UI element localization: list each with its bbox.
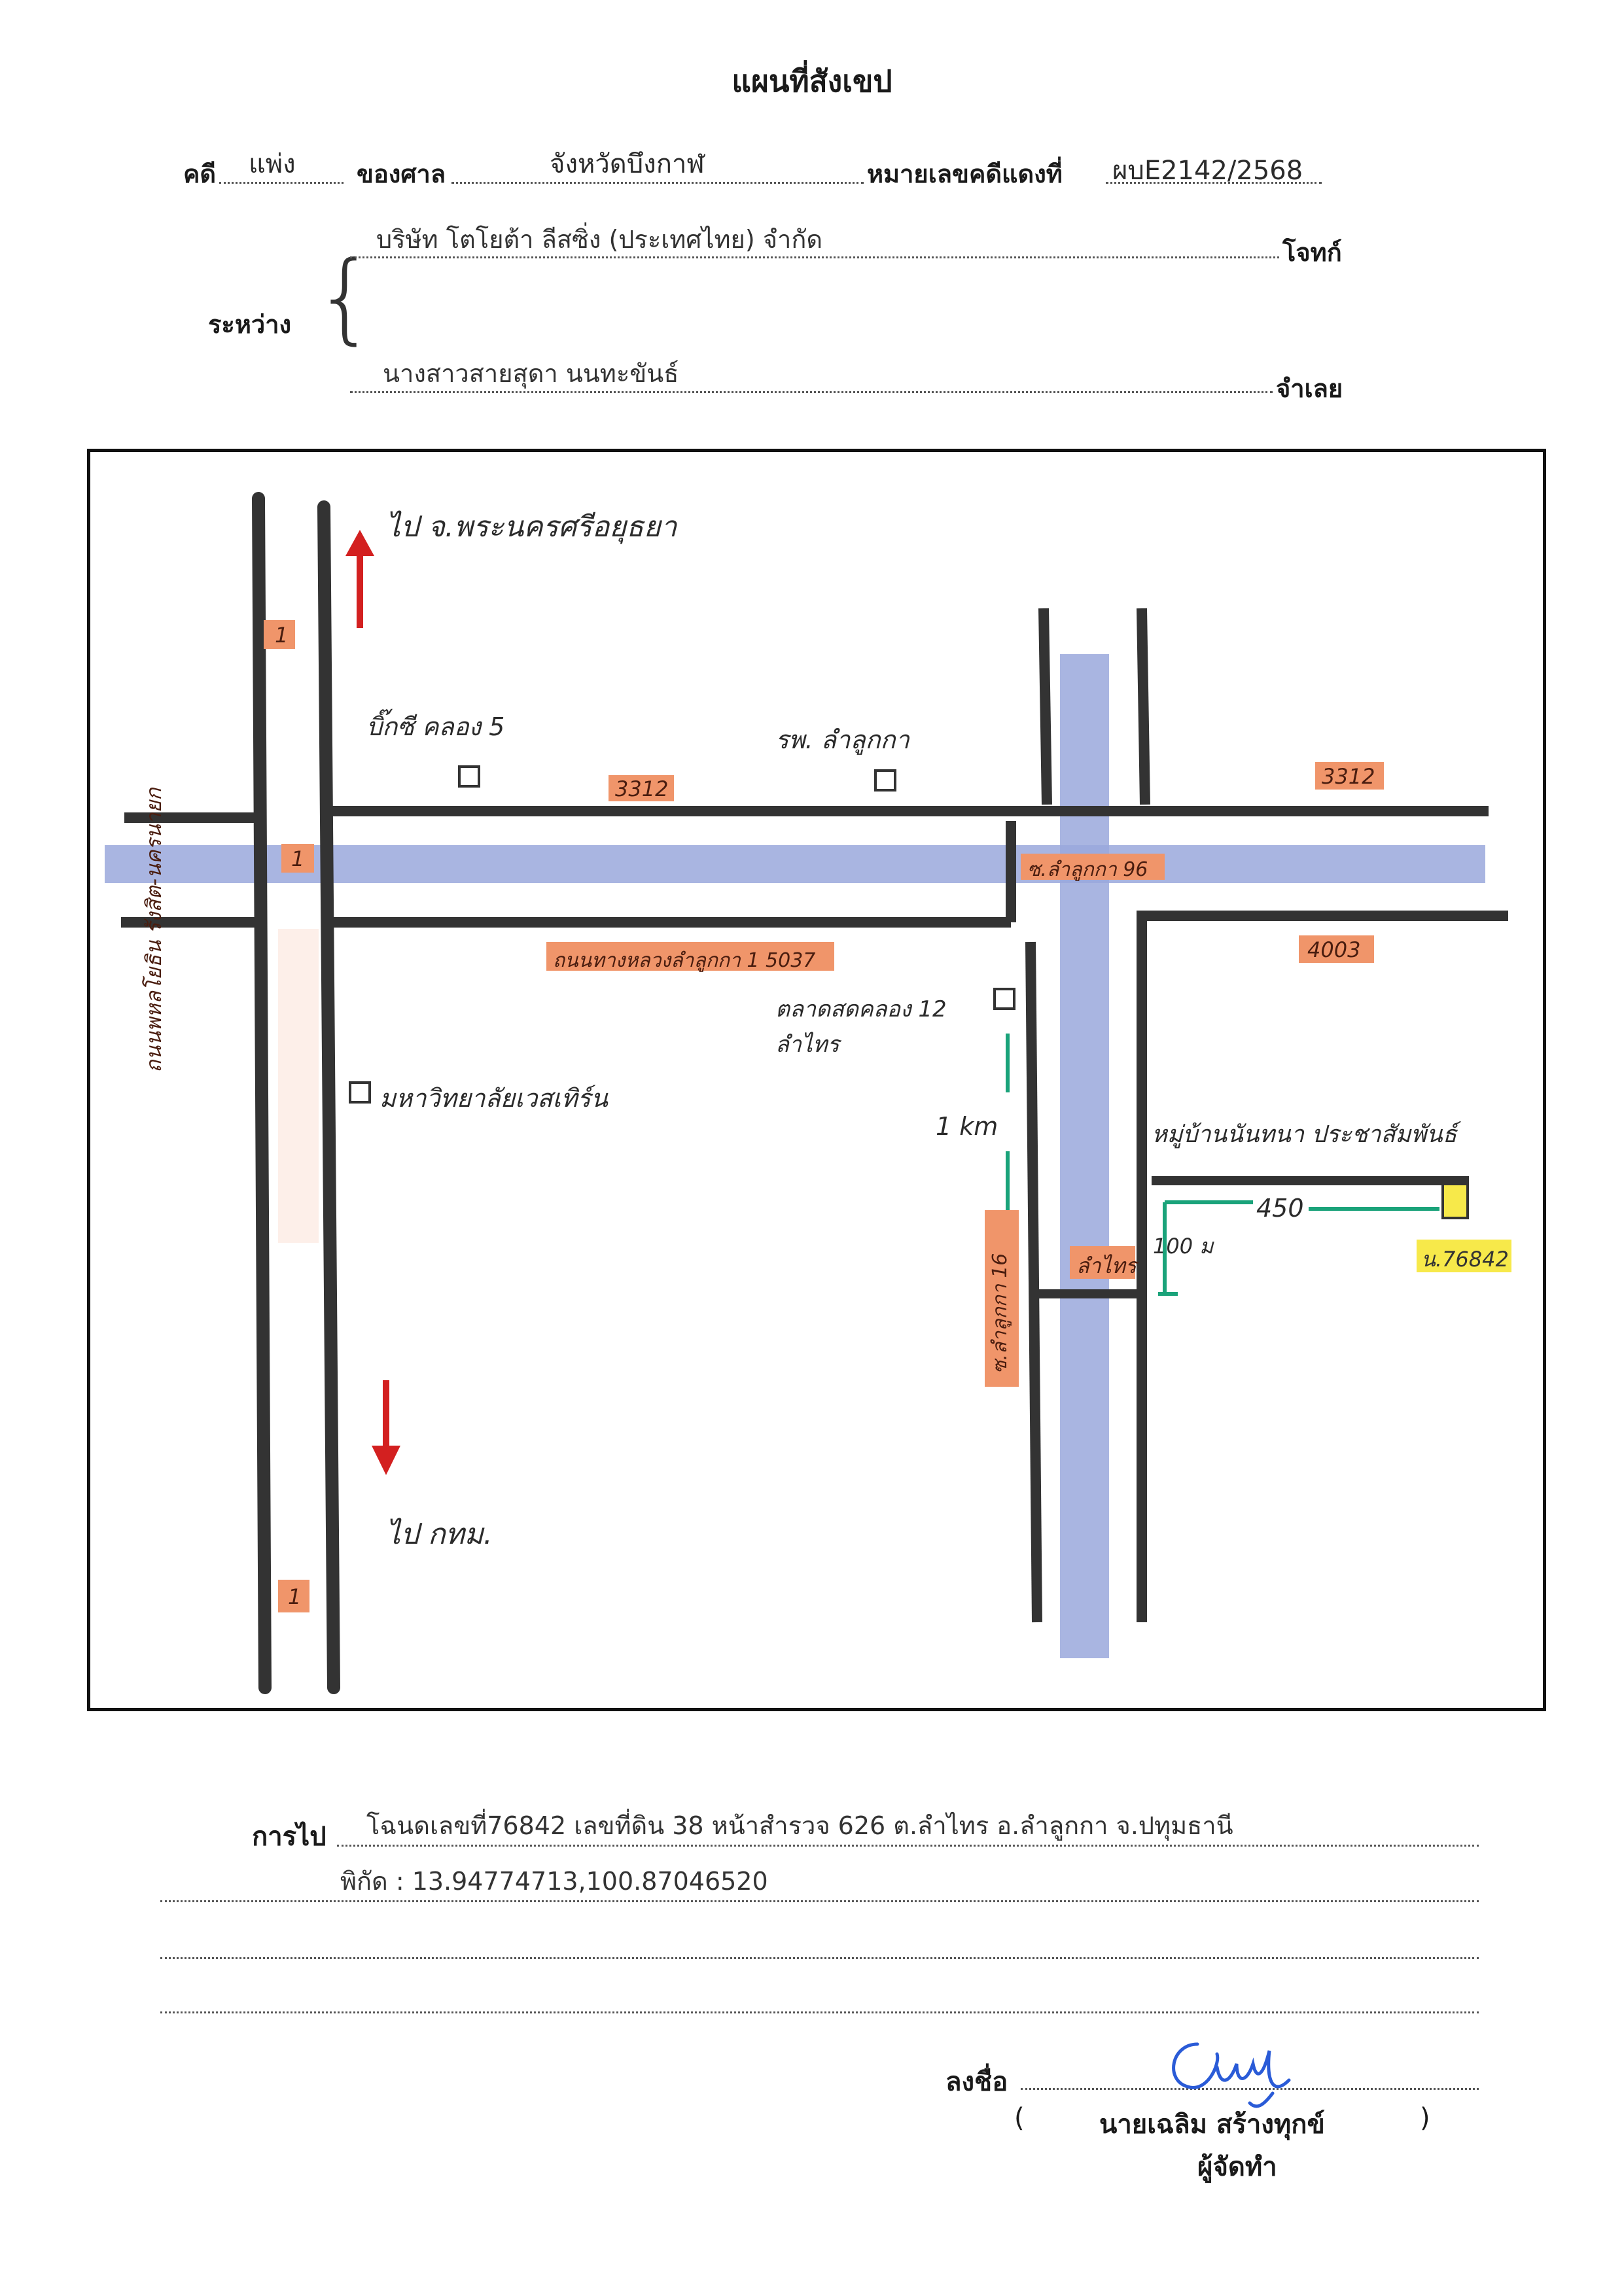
route-line-4 [160,2011,1479,2013]
north-direction: ไป จ.พระนครศรีอยุธยา [386,510,677,544]
canal-lamsai-label: ลำไทร [1076,1253,1137,1278]
canal-horizontal [105,845,1485,883]
road-north-stub-left [1038,608,1052,805]
parcel-marker [1441,1183,1469,1219]
signer-role: ผู้จัดทำ [1197,2152,1277,2182]
route-line-2 [160,1900,1479,1902]
signer-close: ) [1420,2103,1430,2133]
parcel-label: น.76842 [1421,1247,1509,1272]
court-name-line [451,182,864,184]
defendant-name: นางสาวสายสุดา นนทะขันธ์ [383,359,679,388]
landmark-market: ตลาดสดคลอง 12 ลำไทร [775,996,947,1058]
route-line-1 [337,1845,1479,1847]
sign-line [1021,2088,1479,2090]
market-icon [993,988,1015,1010]
landmark-bigc: บิ๊กซี คลอง 5 [366,712,505,741]
road-north-stub-right [1137,608,1150,805]
tag-bg-hwy1-mid [281,844,314,873]
canal-lamlukka-label: ซ.ลำลูกกา 96 [1027,858,1148,881]
tag-bg-3312-left [609,775,674,801]
tag-bg-5037 [546,942,834,971]
route-line-3 [160,1957,1479,1959]
road-soi16-label: ซ.ลำลูกกา 16 [989,1253,1012,1374]
road-4003 [1137,911,1508,1622]
between-label: ระหว่าง [208,310,292,339]
highway-1-label-mid: 1 [291,846,305,871]
tag-bg-phaholyothin [278,929,319,1243]
distance-1km: 1 km [936,1112,998,1141]
arrow-south-head [372,1446,400,1475]
plaintiff-name: บริษัท โตโยต้า ลีสซิ่ง (ประเทศไทย) จำกัด [376,225,823,254]
between-brace: { [314,241,377,355]
court-label: ของศาล [357,160,446,188]
arrow-north-head [345,530,374,556]
road-soi-left [1025,941,1042,1623]
landmark-university: มหาวิทยาลัยเวสเทิร์น [380,1084,608,1113]
defendant-line [350,391,1273,393]
highway-1-label-bottom: 1 [288,1584,302,1609]
defendant-label: จำเลย [1276,374,1343,403]
highway-right-line [317,500,340,1694]
bigc-icon [458,765,480,788]
south-direction: ไป กทม. [386,1518,493,1551]
page-title: แผนที่สังเขป [732,63,892,99]
tag-bg-hwy1-top [264,620,295,649]
road-phaholyothin-label: ถนนพหลโยธิน รังสิต-นครนายก [141,788,166,1073]
route-text: โฉนดเลขที่76842 เลขที่ดิน 38 หน้าสำรวจ 6… [366,1811,1233,1840]
plaintiff-label: โจทก์ [1282,238,1342,267]
distance-450: 450 [1256,1194,1304,1223]
route-label: การไป [252,1822,327,1852]
tag-bg-hwy1-bottom [278,1580,309,1612]
tag-bg-4003 [1299,935,1374,963]
plaintiff-line [350,256,1279,258]
case-type: แพ่ง [249,149,296,179]
red-case-line [1106,182,1322,184]
road-5037-label: ถนนทางหลวงลำลูกกา 1 5037 [553,949,816,972]
distance-100m: 100 ม [1153,1234,1214,1259]
highway-1-label-top: 1 [275,623,289,648]
hospital-icon [874,769,896,791]
tag-bg-3312-right [1315,762,1384,790]
signer-name: นายเฉลิม สร้างทุกข์ [1099,2110,1325,2140]
landmark-village: หมู่บ้านนันทนา ประชาสัมพันธ์ [1152,1121,1457,1148]
tag-bg-lamsai [1070,1246,1135,1279]
case-label: คดี [183,160,217,188]
tag-bg-soi16 [985,1210,1019,1387]
red-case-label: หมายเลขคดีแดงที่ [867,160,1063,188]
highway-left-line [252,492,272,1694]
road-4003-label: 4003 [1307,937,1361,962]
university-icon [349,1081,371,1104]
road-3312-left-label: 3312 [615,776,669,801]
sign-label: ลงชื่อ [945,2067,1008,2097]
tag-bg-parcel [1417,1240,1511,1272]
court-name: จังหวัดบึงกาฬ [550,149,705,179]
case-type-line [219,182,344,184]
signer-open: ( [1014,2103,1025,2133]
tag-bg-lamlukka96 [1021,854,1165,880]
map-frame [87,449,1546,1711]
landmark-hospital: รพ. ลำลูกกา [775,725,909,754]
coordinates: พิกัด : 13.94774713,100.87046520 [340,1867,768,1896]
canal-vertical [1060,654,1109,1658]
red-case-number: ผบE2142/2568 [1112,156,1303,186]
road-3312-right-label: 3312 [1322,764,1375,789]
signature [1172,2042,1291,2108]
